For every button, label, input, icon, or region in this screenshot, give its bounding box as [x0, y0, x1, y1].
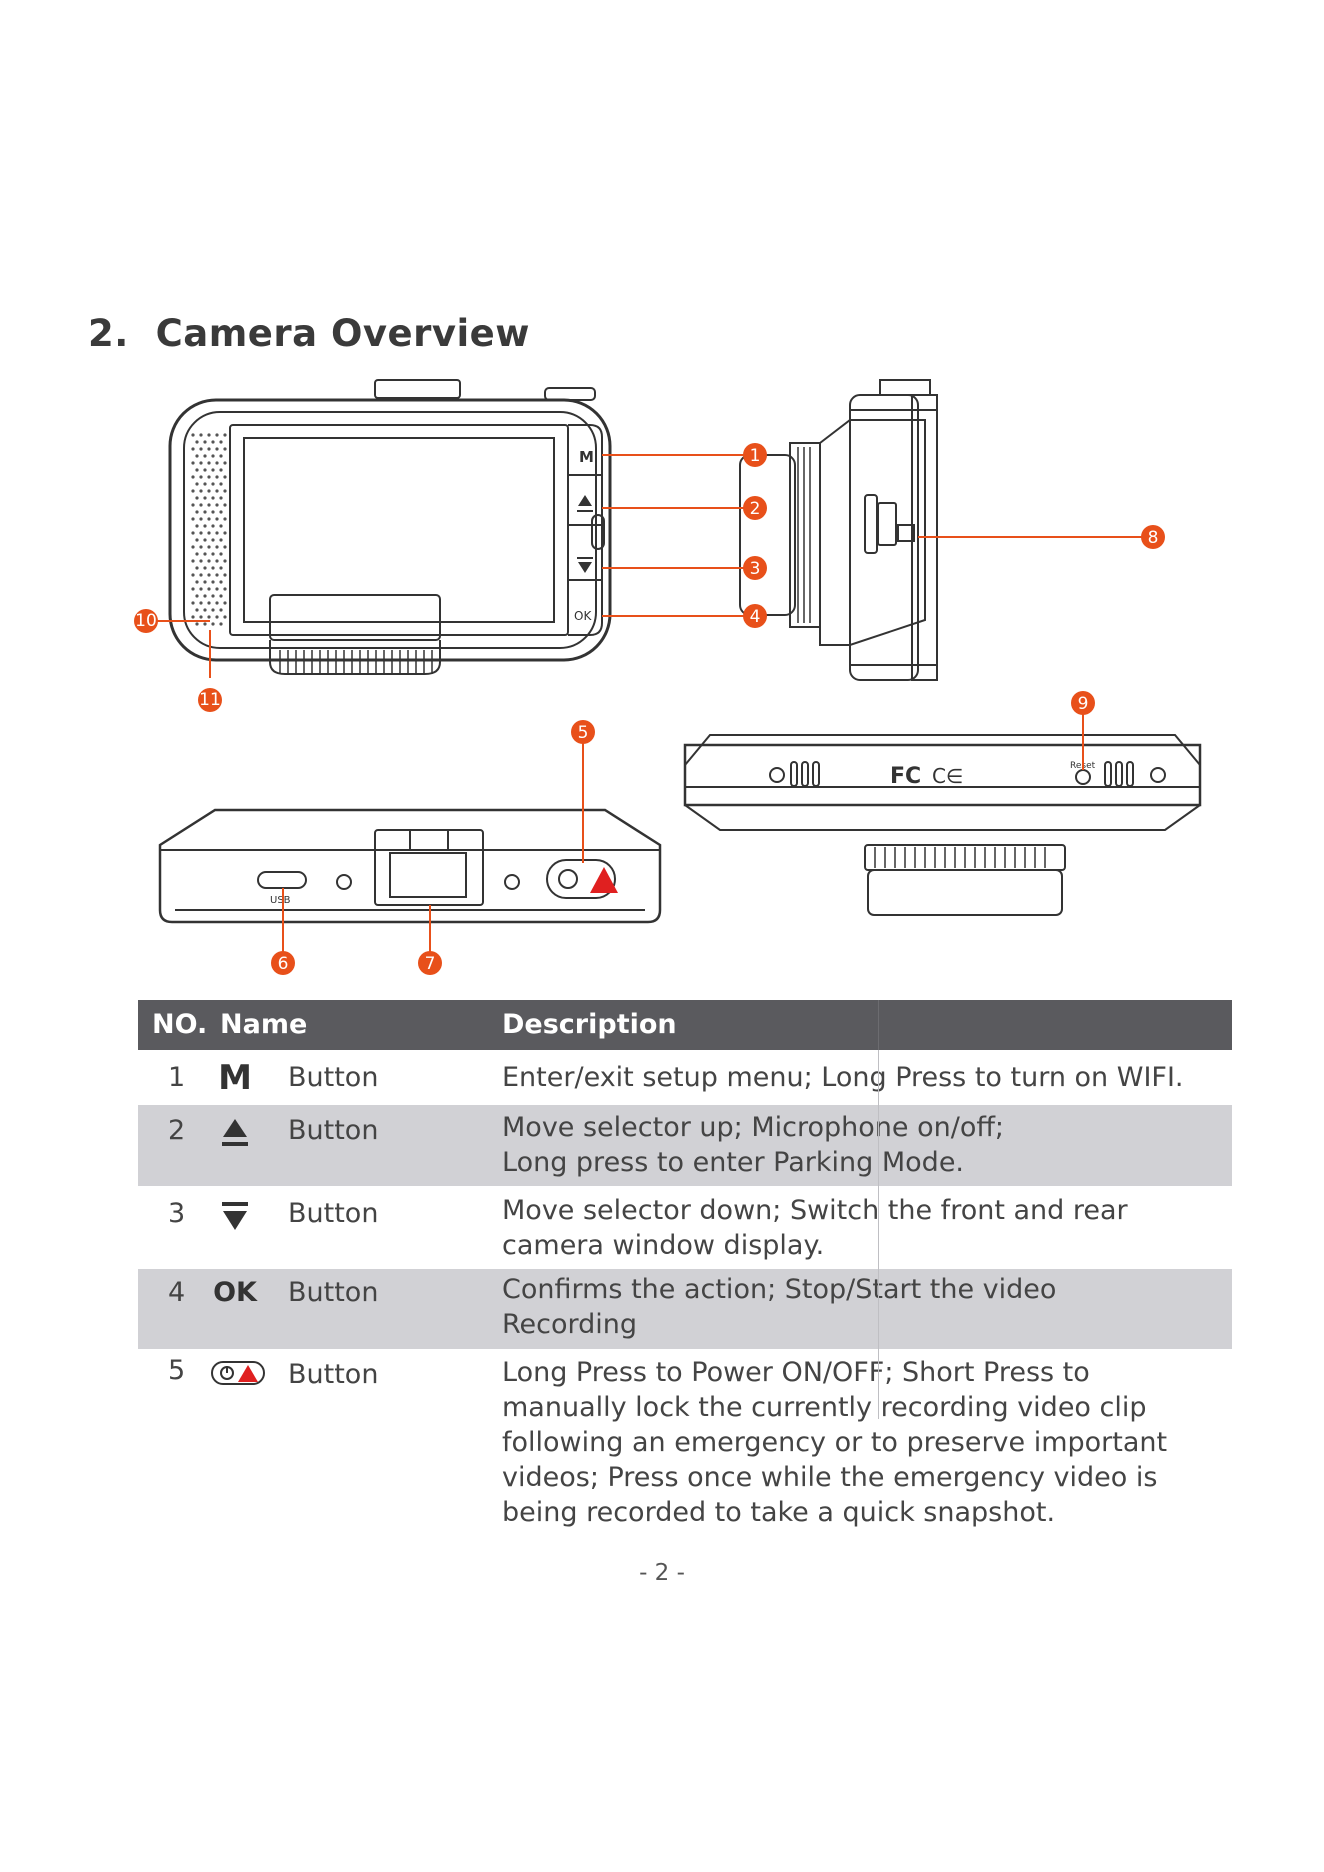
column-divider [878, 1000, 879, 1050]
svg-text:10: 10 [135, 611, 157, 631]
camera-front-view: M OK [168, 379, 612, 662]
svg-text:2: 2 [750, 499, 761, 519]
table-row: 2 Button Move selector up; Microphone on… [138, 1105, 1232, 1186]
svg-text:6: 6 [278, 954, 289, 974]
callout-5: 5 [571, 720, 595, 744]
button-description-table: NO. Name Description 1 M Button Enter/ex… [138, 1000, 1232, 1539]
svg-text:4: 4 [750, 607, 761, 627]
callout-6: 6 [271, 951, 295, 975]
callout-3: 3 [743, 556, 767, 580]
svg-text:C∈: C∈ [932, 764, 963, 788]
header-name: Name [220, 1009, 308, 1040]
camera-overview-figure: M OK [120, 375, 1240, 990]
svg-text:1: 1 [750, 446, 761, 466]
power-emergency-icon [210, 1359, 265, 1394]
page-number: - 2 - [639, 1560, 685, 1586]
svg-text:5: 5 [578, 723, 589, 743]
callout-leaders [156, 454, 1142, 965]
callout-7: 7 [418, 951, 442, 975]
svg-text:7: 7 [425, 954, 436, 974]
svg-text:3: 3 [750, 559, 761, 579]
ok-key-icon: OK [213, 1277, 257, 1308]
speaker-grille [191, 433, 227, 626]
callout-2: 2 [743, 496, 767, 520]
table-row: 5 Button Long Press to Power ON/OFF; Sho… [138, 1349, 1232, 1539]
callout-10: 10 [134, 609, 158, 633]
table-header: NO. Name Description [138, 1000, 1232, 1050]
camera-bottom-view: USB [158, 594, 662, 924]
table-row: 3 Button Move selector down; Switch the … [138, 1186, 1232, 1269]
up-triangle-icon [210, 1115, 260, 1156]
svg-text:OK: OK [574, 609, 592, 623]
table-row: 4 OK Button Confirms the action; Stop/St… [138, 1269, 1232, 1349]
header-no: NO. [152, 1009, 208, 1040]
callout-1: 1 [743, 443, 767, 467]
svg-text:9: 9 [1078, 694, 1089, 714]
camera-top-view: FC C∈ Reset [683, 734, 1202, 916]
camera-side-view [739, 379, 938, 681]
down-triangle-icon [210, 1200, 260, 1241]
table-row: 1 M Button Enter/exit setup menu; Long P… [138, 1050, 1232, 1105]
svg-text:USB: USB [270, 895, 291, 906]
section-heading: 2. Camera Overview [88, 312, 530, 355]
callout-8: 8 [1141, 525, 1165, 549]
svg-text:M: M [579, 448, 594, 466]
header-description: Description [502, 1009, 677, 1040]
svg-text:11: 11 [199, 690, 221, 710]
callout-4: 4 [743, 604, 767, 628]
callout-markers: 1 2 3 4 5 6 7 8 9 10 11 [134, 443, 1165, 975]
section-number: 2. [88, 312, 129, 355]
svg-text:8: 8 [1148, 528, 1159, 548]
svg-text:FC: FC [890, 764, 921, 789]
callout-11: 11 [198, 688, 222, 712]
section-title: Camera Overview [155, 312, 530, 355]
callout-9: 9 [1071, 691, 1095, 715]
m-key-icon: M [218, 1058, 252, 1098]
